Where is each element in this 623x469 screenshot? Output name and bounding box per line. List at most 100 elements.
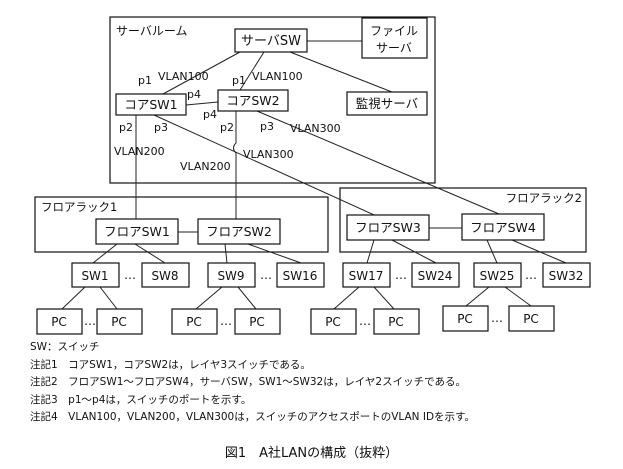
ellipsis-pc: … — [359, 314, 371, 328]
floor-sw1-box[interactable] — [95, 218, 179, 245]
server-room-label: サーバルーム — [116, 24, 188, 38]
link-sw25-pc-a — [465, 286, 490, 307]
floor-sw1-label: フロアSW1 — [104, 224, 170, 239]
sw17-box[interactable] — [342, 262, 391, 288]
pc-label: PC — [111, 315, 127, 329]
pc-label: PC — [457, 312, 473, 326]
floor-sw2-label: フロアSW2 — [206, 224, 272, 239]
pc-box[interactable] — [96, 308, 143, 335]
link-coresw2-floorsw4 — [256, 110, 500, 215]
pc-box[interactable] — [508, 305, 555, 332]
file-server-box[interactable] — [361, 17, 428, 59]
pc-label: PC — [523, 312, 539, 326]
pc-box[interactable] — [234, 308, 281, 335]
floor-rack-2-frame — [339, 187, 587, 253]
notes-block: SW：スイッチ 注記1 コアSW1，コアSW2は，レイヤ3スイッチである。 注記… — [30, 339, 620, 427]
floor-sw2-box[interactable] — [197, 218, 281, 245]
monitor-server-label: 監視サーバ — [356, 96, 418, 111]
port-label-p1-coresw2: p1 — [232, 74, 246, 87]
link-coresw1-coresw2 — [185, 101, 219, 106]
link-floorsw4-sw32 — [511, 239, 567, 264]
sw9-label: SW9 — [217, 269, 244, 283]
ellipsis-pc: … — [84, 314, 96, 328]
server-room-frame — [109, 16, 436, 184]
floor-rack-2-label: フロアラック2 — [506, 191, 582, 205]
core-sw2-label: コアSW2 — [226, 93, 279, 108]
sw1-label: SW1 — [81, 269, 108, 283]
monitor-server-box[interactable] — [346, 91, 428, 116]
floor-sw4-box[interactable] — [461, 213, 545, 241]
sw32-box[interactable] — [542, 262, 591, 288]
ellipsis-sw: … — [124, 268, 136, 282]
link-floorsw1-sw8 — [134, 243, 166, 264]
link-floorsw3-sw24 — [391, 239, 437, 264]
vlan-label-100-coresw2: VLAN100 — [252, 70, 303, 83]
floor-sw3-box[interactable] — [346, 214, 430, 241]
link-floorsw1-sw1 — [92, 243, 118, 264]
link-sw17-pc-b — [373, 286, 395, 310]
link-sw25-pc-b — [504, 286, 532, 307]
sw9-box[interactable] — [207, 262, 256, 288]
sw16-box[interactable] — [276, 262, 325, 288]
pc-label: PC — [51, 315, 67, 329]
vlan-label-200-coresw2: VLAN200 — [180, 160, 231, 173]
core-sw2-box[interactable] — [217, 89, 289, 112]
port-label-p1-coresw1: p1 — [138, 74, 152, 87]
link-sw1-pc-a — [61, 286, 86, 310]
port-label-p4-coresw1: p4 — [187, 88, 201, 101]
server-sw-label: サーバSW — [241, 34, 301, 49]
sw17-label: SW17 — [349, 269, 384, 283]
sw24-box[interactable] — [411, 262, 460, 288]
sw1-box[interactable] — [71, 262, 120, 288]
server-sw-box[interactable] — [234, 28, 308, 53]
link-floorsw3-sw17 — [366, 239, 375, 264]
pc-box[interactable] — [36, 308, 83, 335]
legend-note: SW：スイッチ — [30, 341, 100, 353]
pc-label: PC — [325, 315, 341, 329]
link-serversw-coresw1 — [162, 51, 241, 95]
core-sw1-label: コアSW1 — [124, 97, 177, 112]
ellipsis-pc: … — [491, 311, 503, 325]
link-floorsw4-sw25 — [486, 239, 498, 264]
note-1: 注記1 コアSW1，コアSW2は，レイヤ3スイッチである。 — [30, 358, 311, 371]
link-sw9-pc-a — [195, 286, 223, 310]
ellipsis-sw: … — [260, 268, 272, 282]
links — [61, 40, 567, 310]
sw8-box[interactable] — [141, 262, 190, 288]
pc-box[interactable] — [373, 308, 420, 335]
link-sw9-pc-b — [237, 286, 257, 310]
network-diagram: サーバルーム フロアラック1 フロアラック2 サーバSW — [34, 16, 591, 335]
sw8-label: SW8 — [151, 269, 178, 283]
floor-sw4-label: フロアSW4 — [470, 220, 536, 235]
port-label-p4-coresw2: p4 — [203, 108, 217, 121]
sw16-label: SW16 — [283, 269, 318, 283]
sw25-box[interactable] — [473, 262, 522, 288]
link-sw1-pc-b — [99, 286, 118, 310]
ellipsis-sw: … — [395, 268, 407, 282]
sw25-label: SW25 — [480, 269, 515, 283]
vlan-label-300-coresw1: VLAN300 — [243, 148, 294, 161]
floor-sw3-label: フロアSW3 — [355, 220, 421, 235]
floor-rack-1-label: フロアラック1 — [41, 200, 117, 214]
pc-box[interactable] — [171, 308, 218, 335]
port-label-p3-coresw1: p3 — [154, 121, 168, 134]
vlan-label-100-coresw1: VLAN100 — [158, 70, 209, 83]
pc-box[interactable] — [310, 308, 357, 335]
port-label-p3-coresw2: p3 — [260, 120, 274, 133]
link-sw17-pc-a — [333, 286, 360, 310]
floor-rack-1-frame — [34, 196, 329, 253]
pc-box[interactable] — [442, 305, 489, 332]
note-3: 注記3 p1～p4は，スイッチのポートを示す。 — [30, 393, 252, 406]
ellipsis-sw: … — [525, 268, 537, 282]
pc-label: PC — [186, 315, 202, 329]
sw24-label: SW24 — [418, 269, 453, 283]
link-serversw-monitor — [289, 51, 393, 93]
pc-label: PC — [388, 315, 404, 329]
vlan-label-300-coresw2: VLAN300 — [290, 122, 341, 135]
file-server-label-1: ファイル — [370, 24, 418, 38]
core-sw1-box[interactable] — [115, 93, 187, 116]
link-coresw1-floorsw3 — [153, 114, 384, 220]
file-server-label-2: サーバ — [376, 41, 412, 55]
note-2: 注記2 フロアSW1～フロアSW4，サーバSW，SW1～SW32は，レイヤ2スイ… — [30, 376, 466, 389]
ellipsis-pc: … — [220, 314, 232, 328]
